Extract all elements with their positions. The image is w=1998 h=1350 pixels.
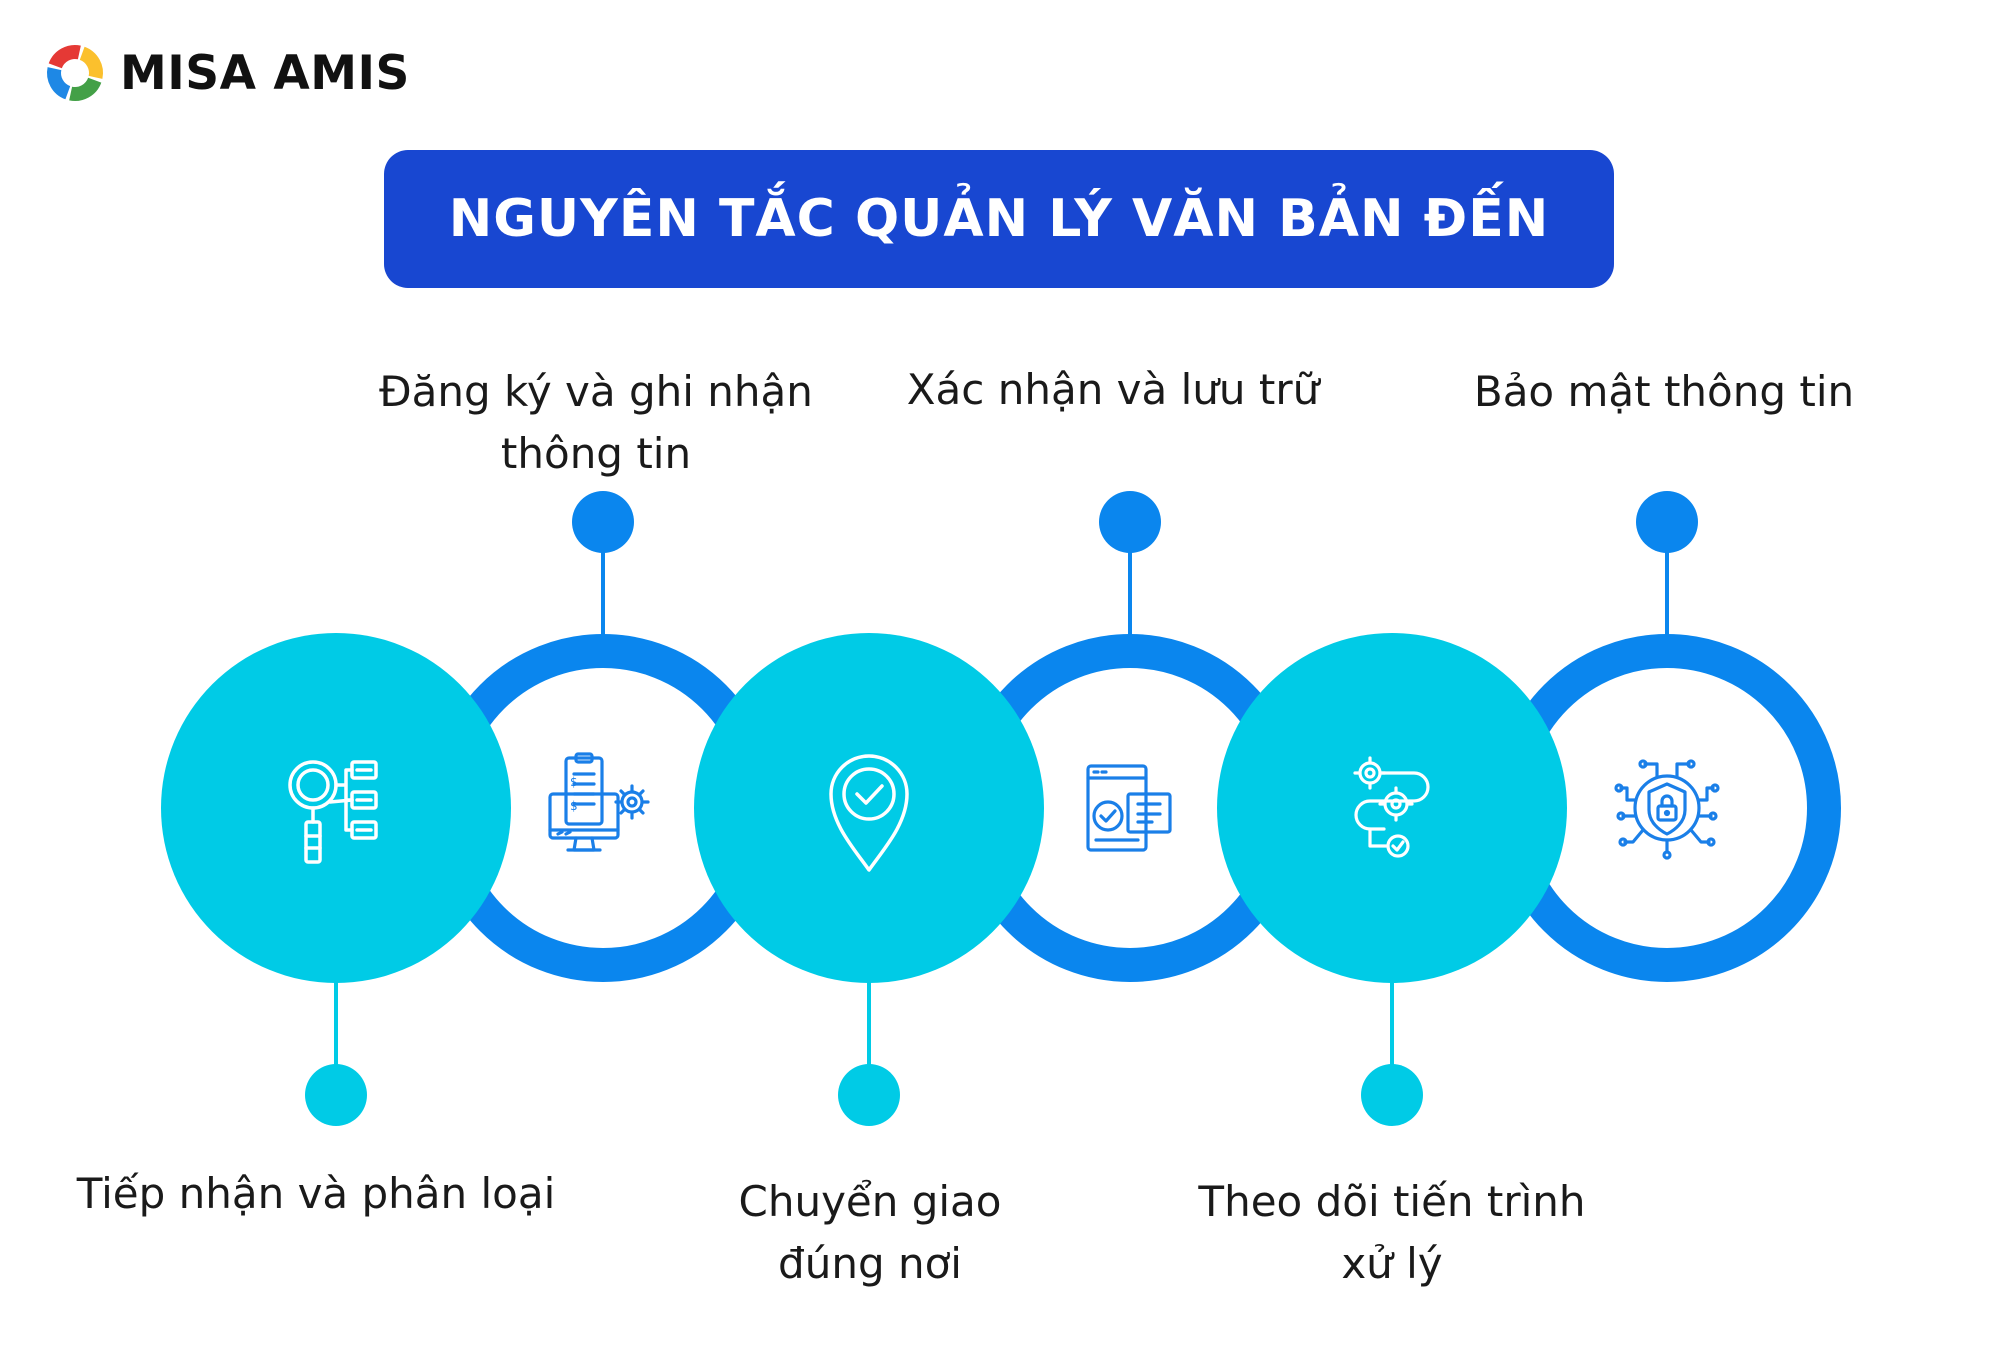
step-label-4: Xác nhận và lưu trữ — [853, 359, 1373, 421]
step-label-1-line-1: Tiếp nhận và phân loại — [76, 1169, 556, 1218]
misa-logo-icon — [47, 45, 103, 101]
step-label-3-line-1: Chuyển giao — [738, 1177, 1002, 1226]
step-label-5-line-2: xử lý — [1341, 1239, 1443, 1288]
dot-step-1 — [305, 1064, 367, 1126]
circle-step-5 — [1217, 633, 1567, 983]
brand-logo: MISA AMIS — [44, 42, 410, 104]
step-label-1: Tiếp nhận và phân loại — [56, 1163, 576, 1225]
dot-step-5 — [1361, 1064, 1423, 1126]
gear-process-icon — [1353, 756, 1430, 858]
step-label-5: Theo dõi tiến trình xử lý — [1132, 1171, 1652, 1295]
step-label-5-line-1: Theo dõi tiến trình — [1198, 1177, 1586, 1226]
brand-name: MISA AMIS — [120, 45, 410, 101]
invoice-monitor-gear-icon: $ $ — [548, 752, 650, 852]
step-label-6: Bảo mật thông tin — [1404, 361, 1924, 423]
security-lock-icon — [1614, 759, 1720, 860]
location-check-icon — [829, 754, 909, 872]
circle-step-1 — [161, 633, 511, 983]
title-banner: NGUYÊN TẮC QUẢN LÝ VĂN BẢN ĐẾN — [384, 150, 1614, 288]
search-hierarchy-icon — [288, 760, 378, 864]
step-label-6-line-1: Bảo mật thông tin — [1473, 367, 1855, 416]
step-label-4-line-1: Xác nhận và lưu trữ — [906, 365, 1320, 414]
page-title: NGUYÊN TẮC QUẢN LÝ VĂN BẢN ĐẾN — [448, 189, 1550, 249]
svg-text:$: $ — [570, 799, 578, 813]
step-label-3-line-2: đúng nơi — [778, 1239, 962, 1288]
document-check-icon — [1086, 764, 1172, 852]
step-label-2-line-2: thông tin — [500, 429, 692, 478]
svg-text:$: $ — [570, 775, 578, 789]
circle-step-3 — [694, 633, 1044, 983]
dot-step-4 — [1099, 491, 1161, 553]
dot-step-2 — [572, 491, 634, 553]
dot-step-3 — [838, 1064, 900, 1126]
step-label-2-line-1: Đăng ký và ghi nhận — [379, 367, 813, 416]
step-label-3: Chuyển giao đúng nơi — [610, 1171, 1130, 1295]
step-label-2: Đăng ký và ghi nhận thông tin — [336, 361, 856, 485]
dot-step-6 — [1636, 491, 1698, 553]
